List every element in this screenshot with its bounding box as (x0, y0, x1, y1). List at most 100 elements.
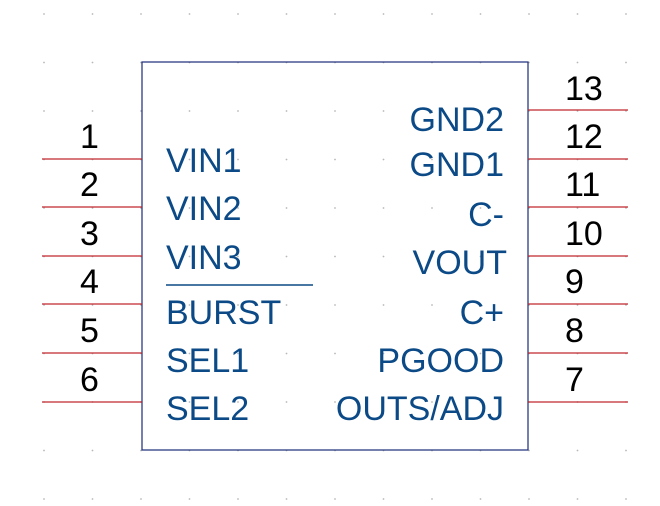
pin-label: VOUT (413, 244, 507, 282)
grid-dot (382, 110, 385, 112)
grid-dot (188, 207, 191, 209)
grid-dot (625, 498, 627, 500)
grid-dot (431, 304, 433, 306)
pin-number: 3 (80, 215, 99, 253)
grid-dot (285, 352, 288, 355)
grid-dot (140, 13, 142, 15)
right-pin-7[interactable]: 7 OUTS/ADJ (336, 361, 628, 428)
grid-dot (382, 207, 385, 209)
grid-dot (479, 352, 482, 355)
pin-number: 13 (565, 70, 603, 108)
pin-number: 11 (565, 166, 600, 204)
pin-label: C- (468, 196, 504, 234)
grid-dot (237, 352, 239, 355)
left-pin-4[interactable]: 4 BURST (42, 263, 313, 332)
right-pin-13[interactable]: 13 GND2 (410, 70, 628, 139)
grid-dot (237, 158, 239, 161)
grid-dot (188, 255, 191, 258)
grid-dot (431, 13, 433, 15)
grid-dot (431, 255, 433, 258)
grid-dot (528, 498, 530, 500)
pin-label: SEL2 (166, 390, 249, 428)
right-pin-11[interactable]: 11 C- (468, 166, 628, 234)
grid-dot (237, 498, 239, 500)
grid-dot (285, 110, 288, 112)
grid-dot (382, 158, 385, 161)
grid-dot (285, 13, 288, 15)
grid-dot (625, 61, 627, 64)
grid-dot (334, 255, 336, 258)
left-pin-2[interactable]: 2 VIN2 (42, 166, 242, 228)
grid-dot (43, 449, 45, 452)
grid-dot (91, 13, 94, 15)
pin-number: 1 (80, 118, 99, 156)
grid-dot (188, 13, 191, 15)
right-pin-10[interactable]: 10 VOUT (413, 215, 628, 282)
pin-number: 7 (565, 361, 584, 399)
grid-dot (479, 110, 482, 112)
grid-dot (285, 255, 288, 258)
grid-dot (382, 498, 385, 500)
pin-number: 2 (80, 166, 99, 204)
grid-dot (188, 304, 191, 306)
grid-dot (334, 13, 336, 15)
grid-dot (188, 401, 191, 403)
pin-label: OUTS/ADJ (336, 390, 504, 428)
grid-dot (334, 207, 336, 209)
pin-number: 8 (565, 312, 584, 350)
right-pin-8[interactable]: 8 PGOOD (377, 312, 628, 380)
grid-dot (479, 13, 482, 15)
grid-dot (91, 61, 94, 64)
grid-dot (91, 110, 94, 112)
grid-dot (43, 61, 45, 64)
left-pin-6[interactable]: 6 SEL2 (42, 361, 249, 428)
pin-label: GND2 (410, 101, 504, 139)
grid-dot (334, 304, 336, 306)
left-pin-3[interactable]: 3 VIN3 (42, 215, 242, 277)
grid-dot (188, 352, 191, 355)
grid-dot (334, 401, 336, 403)
grid-dot (237, 110, 239, 112)
grid-dot (237, 13, 239, 15)
pin-label: VIN2 (166, 190, 242, 228)
grid-dot (431, 352, 433, 355)
grid-dot (382, 13, 385, 15)
grid-dot (188, 158, 191, 161)
right-pin-12[interactable]: 12 GND1 (410, 118, 628, 184)
pin-number: 5 (80, 312, 99, 350)
pin-label: BURST (166, 294, 281, 332)
grid-dot (140, 498, 142, 500)
pin-number: 4 (80, 263, 99, 301)
grid-dot (382, 401, 385, 403)
grid-dot (479, 498, 482, 500)
grid-dot (576, 61, 579, 64)
grid-dot (431, 401, 433, 403)
grid-dot (576, 498, 579, 500)
grid-dot (237, 401, 239, 403)
grid-dot (91, 498, 94, 500)
grid-dot (431, 158, 433, 161)
grid-dot (576, 449, 579, 452)
grid-dot (285, 207, 288, 209)
grid-dot (334, 110, 336, 112)
grid-dot (431, 498, 433, 500)
grid-dot (43, 498, 45, 500)
grid-dot (237, 255, 239, 258)
pin-label: C+ (460, 294, 504, 332)
grid-dot (285, 401, 288, 403)
pin-number: 6 (80, 361, 99, 399)
grid-dot (431, 207, 433, 209)
left-pin-1[interactable]: 1 VIN1 (42, 118, 242, 180)
pin-number: 12 (565, 118, 603, 156)
grid-dot (334, 158, 336, 161)
grid-dot (188, 498, 191, 500)
left-pin-5[interactable]: 5 SEL1 (42, 312, 249, 380)
grid-dot (479, 207, 482, 209)
right-pin-9[interactable]: 9 C+ (460, 263, 628, 332)
grid-dot (576, 13, 579, 15)
grid-dot (479, 255, 482, 258)
grid-dot (479, 401, 482, 403)
pin-number: 10 (565, 215, 603, 253)
